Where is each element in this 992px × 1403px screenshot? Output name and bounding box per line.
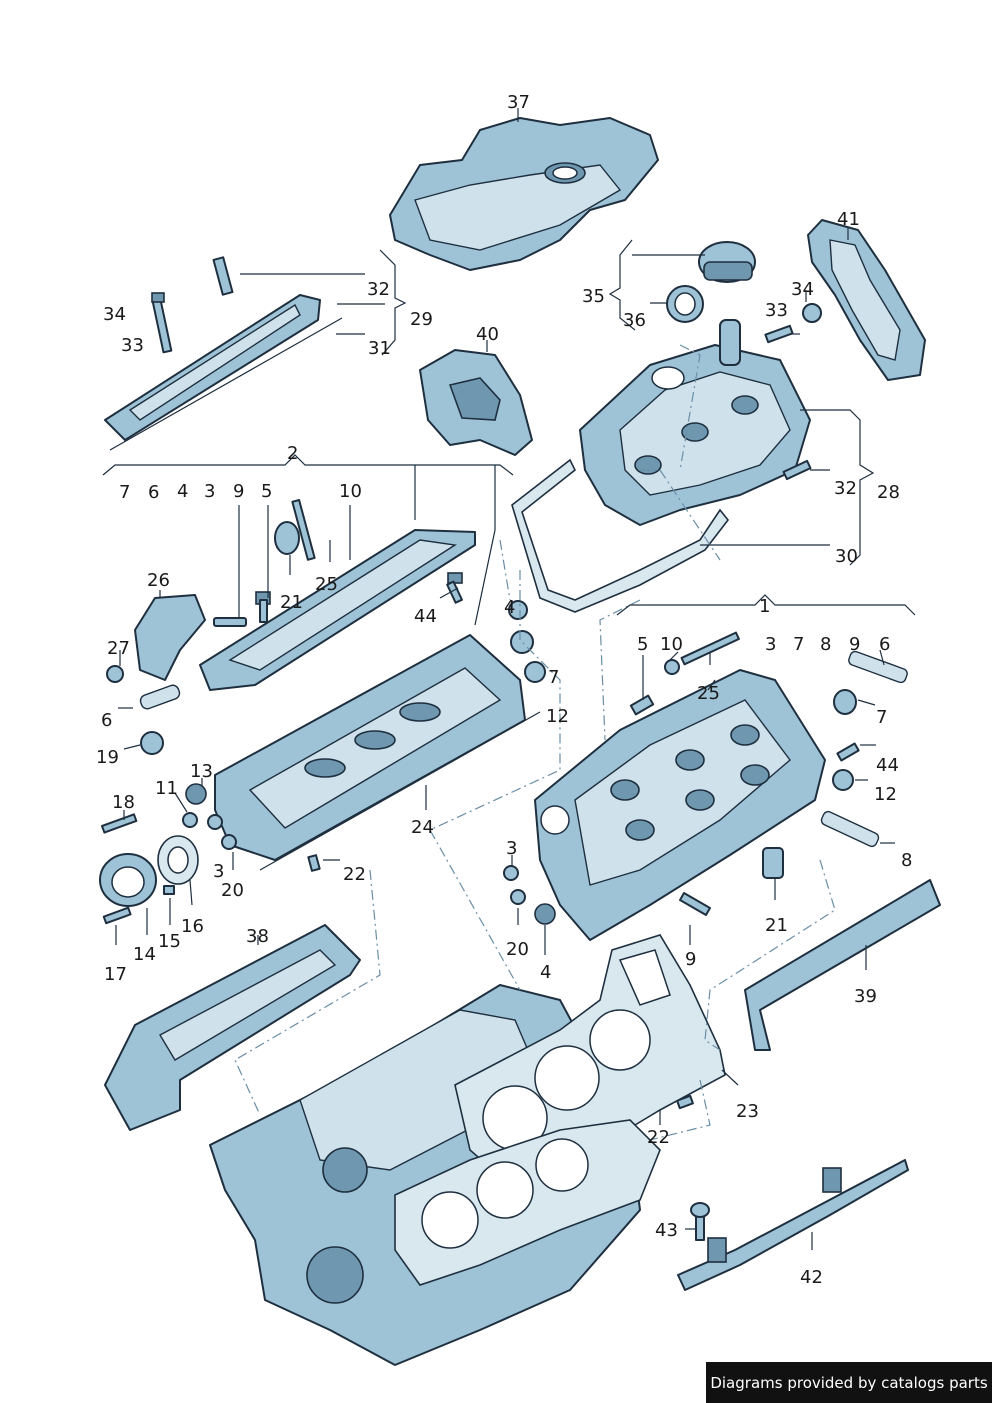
callout-44: 44 — [876, 755, 899, 776]
callout-4: 4 — [177, 481, 188, 502]
part-29-valve-cover-left — [104, 294, 343, 451]
callout-18: 18 — [112, 792, 135, 813]
callout-20: 20 — [221, 880, 244, 901]
callout-22: 22 — [343, 864, 366, 885]
callout-21: 21 — [765, 915, 788, 936]
callout-8: 8 — [820, 634, 831, 655]
part-30-gasket — [511, 458, 730, 613]
callout-25: 25 — [315, 574, 338, 595]
callout-2: 2 — [287, 443, 298, 464]
part-35-cap — [698, 241, 756, 283]
callout-6: 6 — [879, 634, 890, 655]
callout-12: 12 — [874, 784, 897, 805]
callout-7: 7 — [876, 707, 887, 728]
callout-39: 39 — [854, 986, 877, 1007]
callout-41: 41 — [837, 209, 860, 230]
part-14-housing — [99, 853, 157, 907]
part-16-gasket — [157, 835, 199, 885]
small-parts — [100, 256, 908, 1241]
callout-44: 44 — [414, 606, 437, 627]
callout-5: 5 — [637, 634, 648, 655]
callout-31: 31 — [368, 338, 391, 359]
callout-23: 23 — [736, 1101, 759, 1122]
callout-37: 37 — [507, 92, 530, 113]
part-26-bracket — [134, 594, 206, 681]
callout-19: 19 — [96, 747, 119, 768]
part-40-bracket — [419, 349, 533, 456]
callout-16: 16 — [181, 916, 204, 937]
part-left-cylinder-head — [214, 634, 526, 861]
part-28-valve-cover — [579, 319, 811, 526]
part-42-strip — [677, 1159, 909, 1291]
callout-27: 27 — [107, 638, 130, 659]
part-24-gasket-strip — [259, 711, 541, 871]
callout-1: 1 — [759, 596, 770, 617]
callout-7: 7 — [119, 482, 130, 503]
callout-labels: 37 41 32 29 31 34 33 40 35 36 34 33 32 2… — [96, 92, 912, 1288]
callout-34: 34 — [103, 304, 126, 325]
part-38-heat-shield — [104, 924, 361, 1131]
attribution-text: Diagrams provided by catalogs parts — [710, 1373, 988, 1392]
callout-38: 38 — [246, 926, 269, 947]
callout-8: 8 — [901, 850, 912, 871]
callout-17: 17 — [104, 964, 127, 985]
callout-4: 4 — [504, 597, 515, 618]
callout-9: 9 — [849, 634, 860, 655]
leader-lines — [102, 108, 916, 1250]
callout-6: 6 — [148, 482, 159, 503]
callout-32: 32 — [367, 279, 390, 300]
callout-36: 36 — [623, 310, 646, 331]
callout-35: 35 — [582, 286, 605, 307]
part-39-heat-shield — [744, 879, 941, 1051]
part-right-cylinder-head — [534, 669, 826, 941]
callout-30: 30 — [835, 546, 858, 567]
callout-33: 33 — [765, 300, 788, 321]
callout-40: 40 — [476, 324, 499, 345]
callout-42: 42 — [800, 1267, 823, 1288]
callout-3: 3 — [204, 481, 215, 502]
callout-10: 10 — [339, 481, 362, 502]
callout-24: 24 — [411, 817, 434, 838]
callout-11: 11 — [155, 778, 178, 799]
callout-9: 9 — [233, 481, 244, 502]
part-2-camshaft-carrier-left — [199, 529, 476, 691]
callout-7: 7 — [793, 634, 804, 655]
callout-3: 3 — [213, 861, 224, 882]
callout-20: 20 — [506, 939, 529, 960]
part-22-lower-gasket — [394, 1119, 661, 1286]
callout-7: 7 — [548, 667, 559, 688]
callout-21: 21 — [280, 592, 303, 613]
callout-25: 25 — [697, 683, 720, 704]
callout-43: 43 — [655, 1220, 678, 1241]
callout-3: 3 — [506, 838, 517, 859]
callout-29: 29 — [410, 309, 433, 330]
callout-9: 9 — [685, 949, 696, 970]
callout-5: 5 — [261, 481, 272, 502]
callout-32: 32 — [834, 478, 857, 499]
callout-3: 3 — [765, 634, 776, 655]
callout-33: 33 — [121, 335, 144, 356]
callout-26: 26 — [147, 570, 170, 591]
callout-6: 6 — [101, 710, 112, 731]
part-37-cover — [389, 117, 659, 271]
callout-15: 15 — [158, 931, 181, 952]
attribution-footer: Diagrams provided by catalogs parts — [706, 1362, 992, 1403]
part-23-head-gasket — [454, 934, 726, 1186]
callout-14: 14 — [133, 944, 156, 965]
callout-4: 4 — [540, 962, 551, 983]
callout-22: 22 — [647, 1127, 670, 1148]
alignment-lines — [234, 344, 836, 1141]
callout-12: 12 — [546, 706, 569, 727]
part-41-bracket — [807, 219, 926, 381]
callout-13: 13 — [190, 761, 213, 782]
callout-34: 34 — [791, 279, 814, 300]
callout-10: 10 — [660, 634, 683, 655]
callout-28: 28 — [877, 482, 900, 503]
part-36-seal — [666, 285, 704, 323]
